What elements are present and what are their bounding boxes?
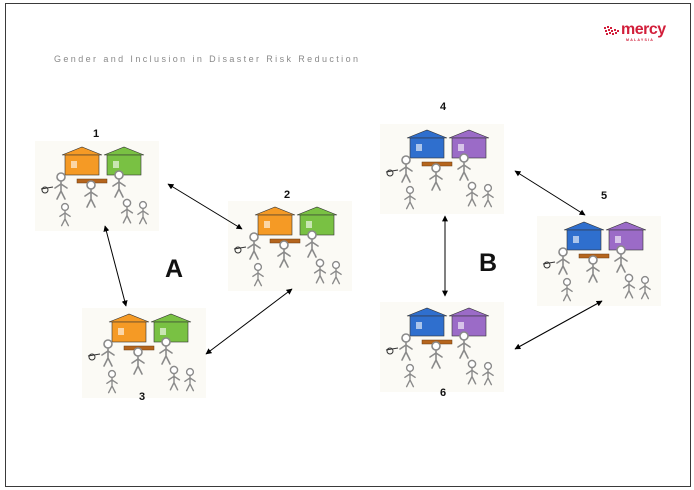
arrow-2-3 [205,288,293,355]
slide: Gender and Inclusion in Disaster Risk Re… [5,3,691,487]
logo-subtext: MALAYSIA [626,38,655,42]
community-1 [35,141,159,231]
community-4 [380,124,504,214]
community-illustration-icon [385,129,494,210]
community-illustration-icon [40,146,149,227]
group-label-b: B [479,249,498,277]
community-illustration-icon [542,221,651,302]
arrow-1-3 [103,225,128,307]
community-6 [380,302,504,392]
logo-text: mercy [621,21,666,38]
mercy-logo: mercy MALAYSIA [604,21,682,43]
community-2 [228,201,352,291]
group-label-a: A [165,255,184,283]
logo-mark-icon [604,26,619,35]
arrow-5-6 [514,300,603,350]
community-illustration-icon [385,307,494,388]
community-number-6: 6 [440,387,447,399]
community-5 [537,216,661,306]
arrow-1-2 [167,183,243,230]
arrow-4-5 [514,170,586,216]
community-number-5: 5 [601,190,608,202]
connection-arrows [103,170,603,355]
slide-subtitle: Gender and Inclusion in Disaster Risk Re… [54,54,361,64]
community-number-3: 3 [139,391,146,403]
community-number-2: 2 [284,189,291,201]
community-number-4: 4 [440,101,447,113]
community-3 [82,308,206,398]
community-illustration-icon [233,206,342,287]
community-number-1: 1 [93,128,100,140]
community-illustration-icon [87,313,196,394]
